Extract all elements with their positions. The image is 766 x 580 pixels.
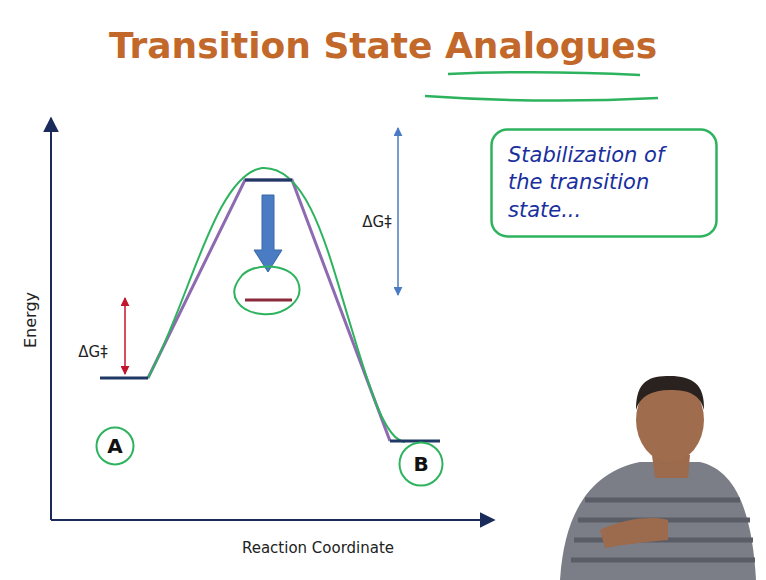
delta-g-arrow [124,298,126,374]
state-label: A [95,426,135,466]
note-box: Stabilization of the transition state... [490,128,718,238]
product-level [390,440,440,443]
underline [425,96,658,101]
slide-title: Transition State Analogues [109,25,657,66]
axis-label: Energy [21,292,40,348]
axis-label: Reaction Coordinate [242,539,394,557]
transition-level [245,179,292,182]
highlight-circle [234,266,299,314]
underline [448,72,640,75]
energy-profile [148,180,390,441]
hand-drawn-curve [148,168,405,442]
state-name: B [413,451,428,477]
delta-g-arrow [397,128,399,295]
down-arrow [254,195,282,272]
delta-g-label: ΔG‡ [362,213,391,231]
y-axis [50,118,52,520]
state-name: A [107,433,122,459]
presenter [560,376,756,580]
x-axis [51,519,494,521]
note-text: Stabilization of the transition state... [508,142,700,224]
delta-g-label: ΔG‡ [78,343,107,361]
reactant-level [100,377,148,380]
state-label: B [398,441,444,487]
stabilized-level [245,299,292,302]
